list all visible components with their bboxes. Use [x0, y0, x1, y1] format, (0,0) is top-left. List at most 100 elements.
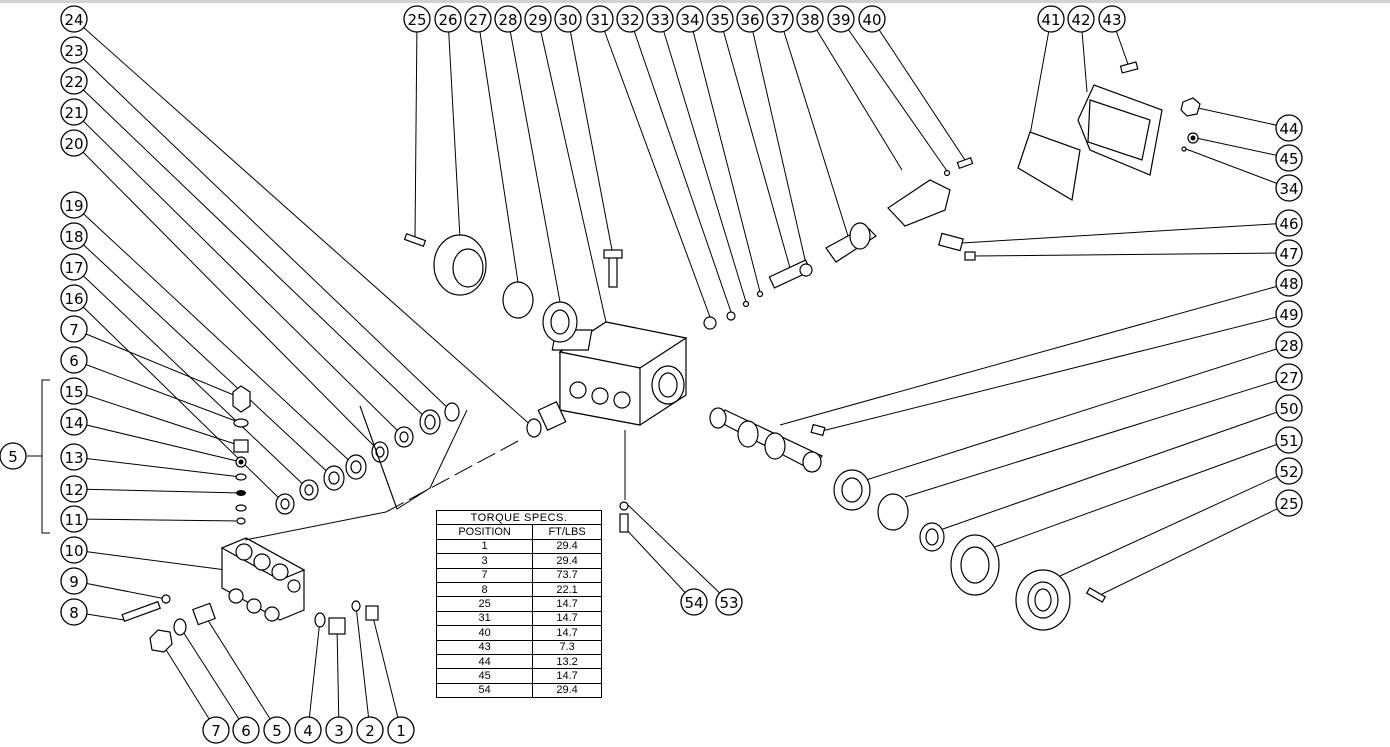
- callout-label: 5: [8, 448, 18, 466]
- callout-33: 33: [646, 5, 674, 33]
- callout-label: 27: [1279, 369, 1298, 387]
- top-border: [0, 0, 1390, 3]
- callout-32: 32: [616, 5, 644, 33]
- leader-line: [414, 18, 418, 239]
- callout-10: 10: [60, 536, 88, 564]
- leader-line: [1097, 502, 1290, 597]
- position-cell: 25: [435, 596, 534, 612]
- callout-22: 22: [60, 67, 88, 95]
- position-cell: 54: [435, 682, 534, 699]
- callout-label: 22: [64, 73, 83, 91]
- leader-line: [307, 619, 321, 731]
- callout-circle: [387, 716, 415, 744]
- leader-line: [73, 49, 453, 413]
- leader-line: [749, 18, 807, 265]
- callout-14: 14: [60, 408, 88, 436]
- top-parts: [403, 157, 974, 343]
- leader-line: [961, 222, 1290, 244]
- callout-24: 24: [60, 5, 88, 33]
- leader-line: [821, 313, 1290, 432]
- callout-30: 30: [554, 5, 582, 33]
- callout-48: 48: [1275, 269, 1303, 297]
- callout-label: 33: [650, 11, 669, 29]
- ftlbs-cell: 13.2: [532, 653, 602, 670]
- leader-line: [73, 18, 535, 429]
- leader-line: [1059, 470, 1290, 577]
- callout-circle: [676, 5, 704, 33]
- leader-line: [904, 376, 1290, 498]
- leader-line: [567, 18, 613, 251]
- callout-label: 23: [64, 42, 83, 60]
- callout-label: 28: [1279, 337, 1298, 355]
- ftlbs-cell: 73.7: [532, 567, 602, 583]
- callout-circle: [60, 536, 88, 564]
- callout-circle: [294, 716, 322, 744]
- table-title: TORQUE SPECS.: [436, 509, 602, 526]
- leader-line: [939, 407, 1290, 531]
- position-cell: 43: [435, 639, 534, 655]
- callout-label: 30: [558, 11, 577, 29]
- callout-34: 34: [1275, 174, 1303, 202]
- callout-circle: [1275, 457, 1303, 485]
- callout-circle: [60, 377, 88, 405]
- callout-41: 41: [1037, 5, 1065, 33]
- callout-circle: [464, 5, 492, 33]
- leader-line: [73, 456, 242, 478]
- callout-28: 28: [494, 5, 522, 33]
- leader-line: [73, 390, 242, 447]
- leader-line: [809, 18, 903, 171]
- callout-label: 26: [438, 11, 457, 29]
- parts-drawing: [27, 61, 1201, 653]
- callout-label: 32: [620, 11, 639, 29]
- column-header-position: POSITION: [435, 524, 534, 540]
- callout-circle: [1275, 269, 1303, 297]
- leader-line: [719, 18, 791, 269]
- leader-line: [179, 626, 247, 731]
- callout-label: 14: [64, 414, 83, 432]
- callout-42: 42: [1067, 5, 1095, 33]
- callout-17: 17: [60, 253, 88, 281]
- leader-line: [624, 527, 695, 603]
- leader-line: [599, 18, 711, 318]
- callout-label: 36: [740, 11, 759, 29]
- callout-circle: [680, 588, 708, 616]
- leader-line: [537, 18, 607, 323]
- callout-50: 50: [1275, 394, 1303, 422]
- leader-line: [507, 18, 561, 303]
- callout-7: 7: [202, 716, 230, 744]
- callout-label: 43: [1102, 11, 1121, 29]
- callout-circle: [60, 284, 88, 312]
- leader-line: [73, 580, 167, 600]
- callout-circle: [60, 346, 88, 374]
- callout-45: 45: [1275, 144, 1303, 172]
- ftlbs-cell: 22.1: [532, 581, 602, 598]
- callout-label: 31: [590, 11, 609, 29]
- callout-label: 38: [800, 11, 819, 29]
- callout-43: 43: [1098, 5, 1126, 33]
- ftlbs-cell: 29.4: [532, 538, 602, 555]
- callout-circle: [1275, 300, 1303, 328]
- leader-line: [1029, 18, 1052, 136]
- callout-label: 35: [710, 11, 729, 29]
- callout-label: 6: [241, 722, 251, 740]
- callout-9: 9: [60, 567, 88, 595]
- callout-36: 36: [736, 5, 764, 33]
- callout-label: 45: [1279, 150, 1298, 168]
- callout-circle: [858, 5, 886, 33]
- callout-circle: [60, 567, 88, 595]
- leader-line: [73, 421, 242, 463]
- callout-label: 13: [64, 449, 83, 467]
- callout-label: 15: [64, 383, 83, 401]
- callout-label: 48: [1279, 275, 1298, 293]
- callout-47: 47: [1275, 239, 1303, 267]
- callout-label: 7: [69, 321, 79, 339]
- leader-line: [865, 344, 1290, 481]
- callout-31: 31: [586, 5, 614, 33]
- callout-35: 35: [706, 5, 734, 33]
- callout-label: 41: [1041, 11, 1060, 29]
